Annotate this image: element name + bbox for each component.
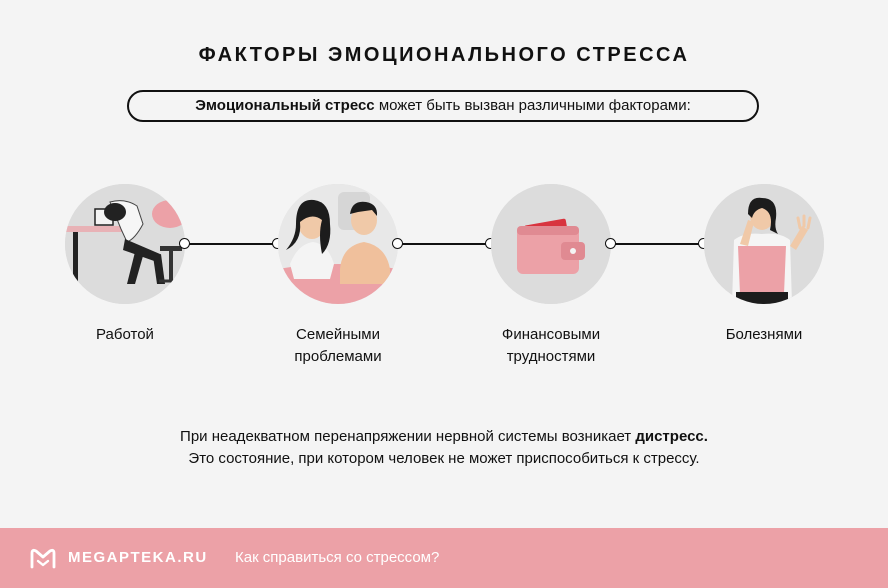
intro-text: может быть вызван различными факторами:: [374, 97, 691, 114]
finance-illustration: [491, 184, 611, 304]
exhausted-worker-icon: [65, 184, 185, 304]
factor-label-work: Работой: [96, 326, 154, 343]
factor-label-illness: Болезнями: [725, 326, 803, 343]
conclusion-bold: дистресс.: [635, 428, 708, 445]
family-illustration: [278, 184, 398, 304]
intro-bold-text: Эмоциональный стресс: [195, 97, 375, 114]
connector-dot: [392, 238, 403, 249]
connector-dot: [179, 238, 190, 249]
conclusion-line-2: Это состояние, при котором человек не мо…: [188, 450, 700, 467]
page-title: ФАКТОРЫ ЭМОЦИОНАЛЬНОГО СТРЕССА: [198, 44, 690, 66]
conclusion-plain: При неадекватном перенапряжении нервной …: [180, 428, 636, 445]
work-illustration: [65, 184, 185, 304]
sick-woman-icon: [704, 184, 824, 304]
stress-help-link[interactable]: Как справиться со стрессом?: [235, 549, 440, 566]
megapteka-logo-icon[interactable]: [30, 547, 56, 569]
connector-dot: [605, 238, 616, 249]
connector-line: [611, 243, 704, 245]
factors-diagram: Работой Семейными проблемами Финансовыми…: [65, 184, 824, 365]
footer-bar: MEGAPTEKA.RU Как справиться со стрессом?: [0, 528, 888, 588]
connector-line: [398, 243, 491, 245]
factor-label-finance: Финансовыми трудностями: [501, 326, 601, 365]
brand-name[interactable]: MEGAPTEKA.RU: [68, 549, 208, 566]
conclusion-text: При неадекватном перенапряжении нервной …: [0, 426, 888, 470]
conclusion-line-1: При неадекватном перенапряжении нервной …: [0, 426, 888, 448]
intro-box: Эмоциональный стресс может быть вызван р…: [127, 90, 759, 122]
illness-illustration: [704, 184, 824, 304]
upset-couple-icon: [278, 184, 398, 304]
wallet-icon: [491, 184, 611, 304]
connector-line: [185, 243, 278, 245]
factor-label-family: Семейными проблемами: [294, 326, 382, 365]
